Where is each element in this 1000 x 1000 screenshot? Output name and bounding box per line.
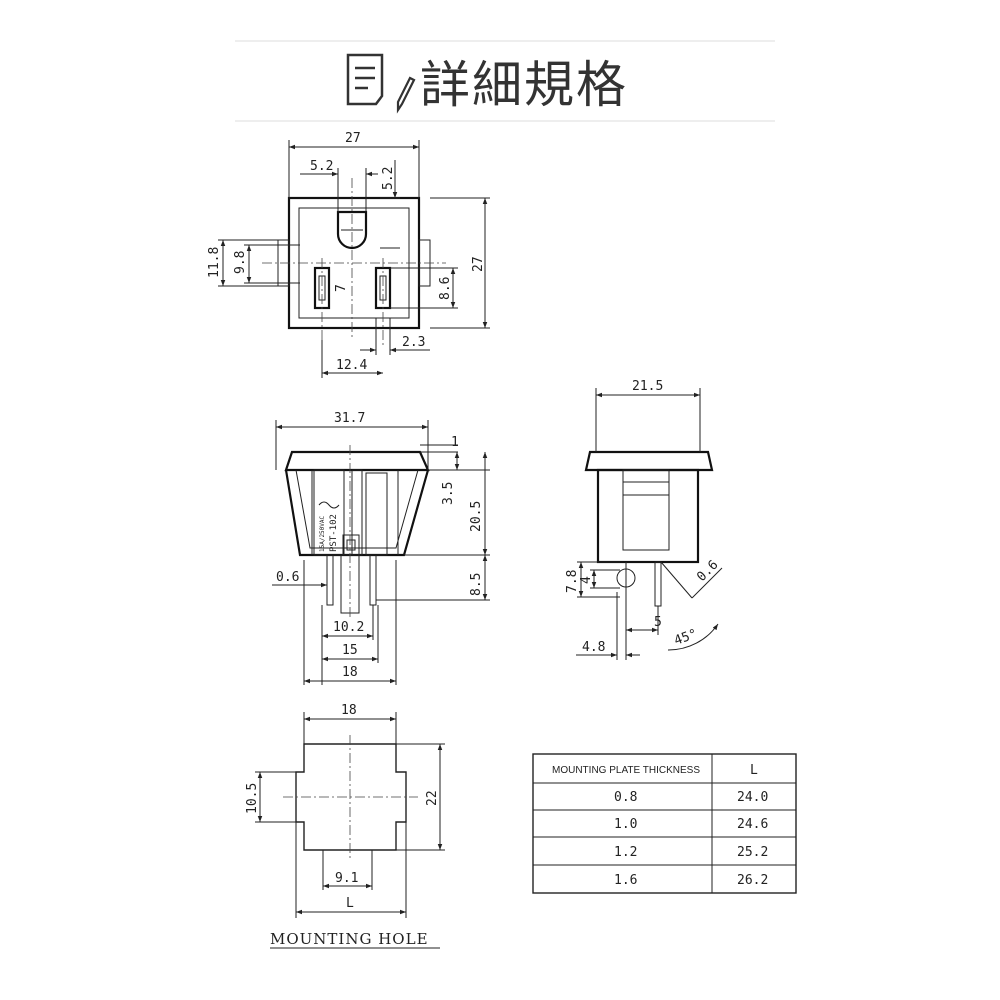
dim-end-width: 21.5 [632, 379, 663, 394]
dim-slot-spacing: 12.4 [336, 358, 367, 373]
table-cell: 26.2 [737, 873, 768, 888]
mounting-hole-view: 18 10.5 22 9.1 L MOUNTING HOLE [245, 703, 445, 949]
dim-end-h-inner: 4 [579, 576, 594, 584]
table-cell: 1.0 [614, 817, 637, 832]
dim-height-outer: 11.8 [207, 247, 222, 278]
dim-pin-thickness: 0.6 [276, 570, 299, 585]
front-view: 27 5.2 5.2 11.8 9.8 27 8.6 7 [207, 131, 490, 378]
dim-angle: 45° [672, 627, 699, 649]
mounting-hole-title: MOUNTING HOLE [270, 930, 429, 948]
dim-end-base-offset: 4.8 [582, 640, 605, 655]
dim-slot-height: 8.6 [438, 277, 453, 300]
page-title: 詳細規格 [420, 56, 628, 114]
table-cell: 24.0 [737, 790, 768, 805]
dim-h-top: 3.5 [441, 482, 456, 505]
table-cell: 24.6 [737, 817, 768, 832]
dim-side-width: 31.7 [334, 411, 365, 426]
dim-h-pins: 8.5 [469, 573, 484, 596]
dim-flange: 1 [451, 435, 459, 450]
dim-mh-total-height: 22 [425, 790, 440, 806]
dim-height-right: 27 [471, 256, 486, 272]
table-header-l: L [750, 763, 758, 778]
dim-mh-bottom-width: 9.1 [335, 871, 358, 886]
side-label-2: PST-102 [329, 514, 339, 552]
header: 詳細規格 [235, 40, 775, 122]
dim-width: 27 [345, 131, 361, 146]
slot-marker: 7 [334, 284, 349, 292]
dim-mh-length: L [346, 896, 354, 911]
dim-end-pin-offset: 5 [654, 615, 662, 630]
dim-height-inner: 9.8 [233, 251, 248, 274]
dim-slot-width: 2.3 [402, 335, 425, 350]
side-label-1: 15A/250VAC [319, 515, 326, 552]
dim-top-pin: 5.2 [381, 167, 396, 190]
side-view: 15A/250VAC PST-102 31.7 1 3.5 20.5 8.5 [272, 411, 490, 685]
dim-pin-span: 10.2 [333, 620, 364, 635]
dim-top-offset: 5.2 [310, 159, 333, 174]
table-cell: 0.8 [614, 790, 637, 805]
dim-h-body: 20.5 [469, 501, 484, 532]
table-header-thickness: MOUNTING PLATE THICKNESS [552, 765, 700, 776]
dim-mh-side-height: 10.5 [245, 783, 260, 814]
table-cell: 1.6 [614, 873, 637, 888]
dim-mh-top-width: 18 [341, 703, 357, 718]
table-cell: 1.2 [614, 845, 637, 860]
table-cell: 25.2 [737, 845, 768, 860]
document-pencil-icon [346, 53, 416, 114]
end-view: 21.5 7.8 4 0.6 5 4.8 45° [565, 379, 723, 660]
thickness-table: MOUNTING PLATE THICKNESS L 0.8 24.0 1.0 … [532, 753, 797, 894]
dim-end-h-outer: 7.8 [565, 570, 580, 593]
dim-total-width: 18 [342, 665, 358, 680]
dim-base-width: 15 [342, 643, 358, 658]
